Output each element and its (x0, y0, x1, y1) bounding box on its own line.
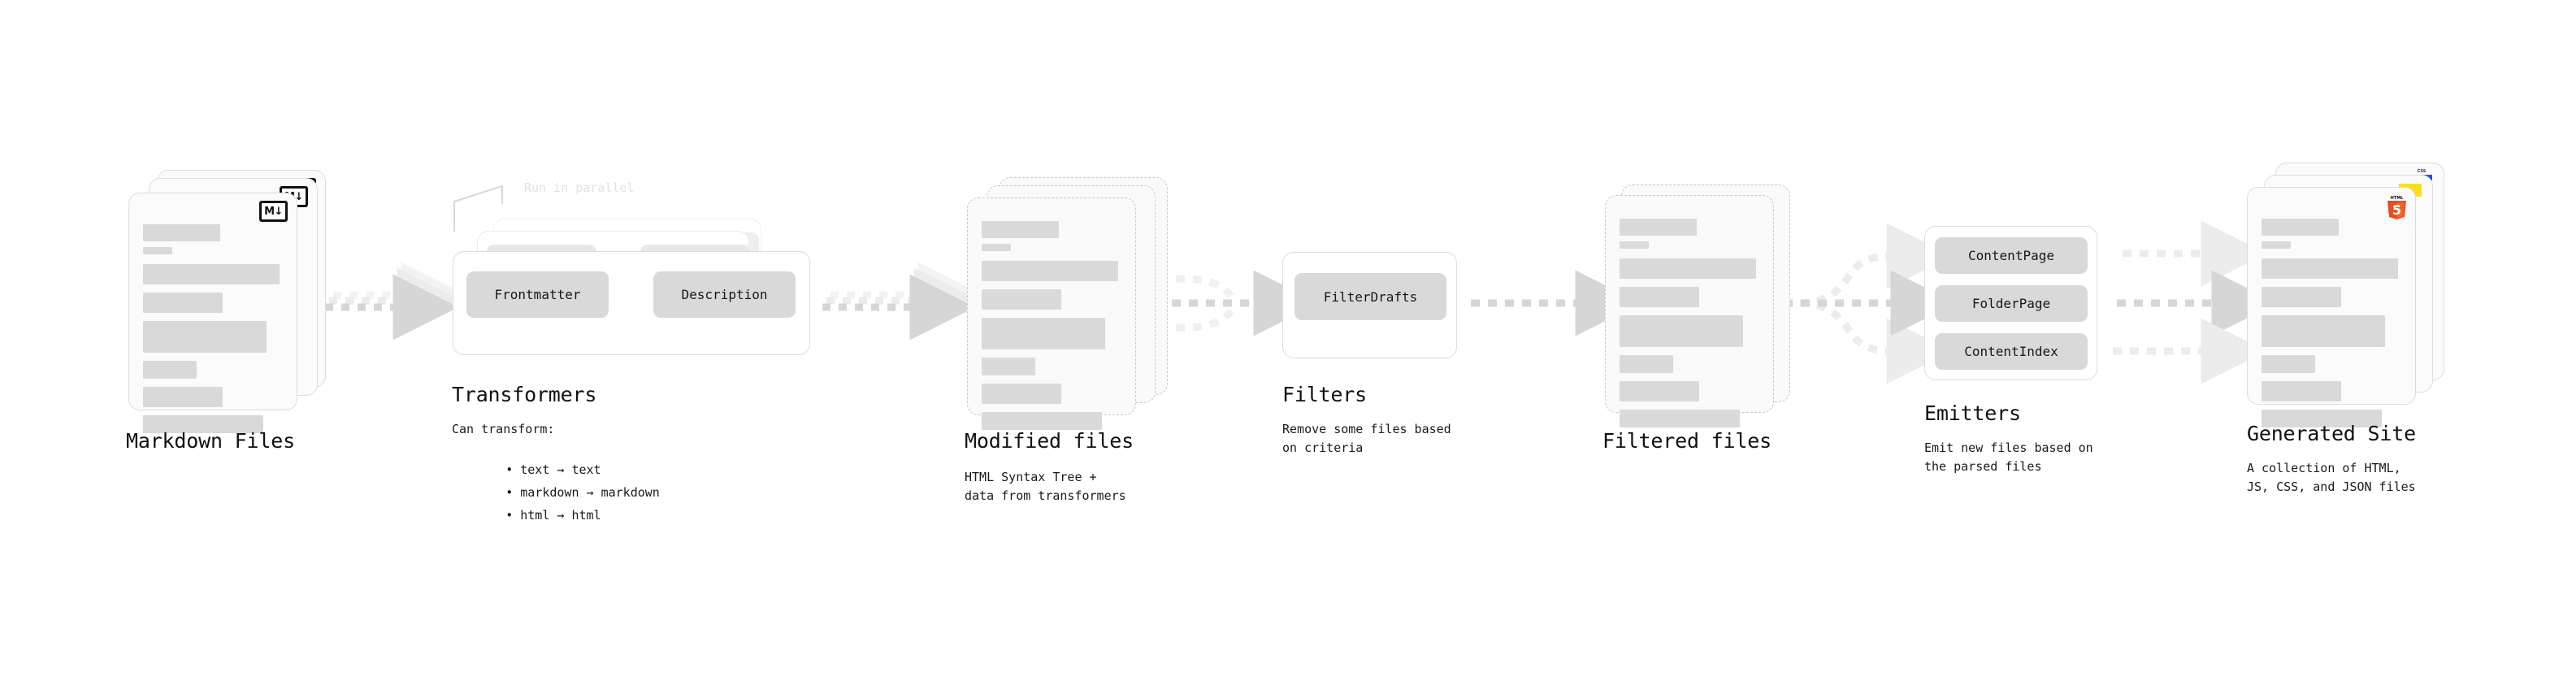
transformers-description: Can transform: (452, 422, 555, 436)
transformers-bullet-1: • markdown → markdown (462, 465, 660, 520)
content-bar (143, 293, 223, 313)
html5-digit: 5 (2392, 202, 2401, 218)
markdown-card-front[interactable]: M↓ (128, 193, 297, 433)
content-bar (2262, 315, 2385, 347)
content-bar (2262, 410, 2382, 427)
content-bar (1620, 219, 1697, 236)
html5-shield-svg: HTML 5 (2387, 196, 2406, 219)
emitters-box[interactable]: ContentPage FolderPage ContentIndex (1924, 226, 2097, 380)
content-bar (2262, 355, 2315, 373)
modified-files-description: HTML Syntax Tree + data from transformer… (965, 470, 1126, 503)
content-bar (982, 289, 1061, 310)
modified-card-front[interactable] (967, 197, 1136, 430)
content-bar (1620, 287, 1699, 307)
stage-title-markdown-files: Markdown Files (126, 429, 295, 453)
content-bar (143, 224, 220, 241)
card-content-lines (143, 224, 283, 433)
content-bar (1620, 315, 1743, 347)
content-bar (982, 318, 1105, 349)
site-card-front-html[interactable]: HTML 5 (2247, 187, 2416, 427)
content-bar (2262, 258, 2398, 279)
html5-wordmark: HTML (2391, 196, 2405, 201)
bullet-text: text → text (520, 462, 601, 477)
content-bar (982, 244, 1011, 251)
chip-contentindex[interactable]: ContentIndex (1935, 333, 2088, 370)
content-bar (2262, 287, 2341, 307)
stage-title-emitters: Emitters (1924, 401, 2021, 425)
content-bar (2262, 381, 2341, 401)
content-bar (2262, 241, 2291, 249)
content-bar (1620, 410, 1740, 427)
filters-box[interactable]: FilterDrafts (1282, 252, 1457, 358)
content-bar (1620, 258, 1756, 279)
markdown-badge-label: M↓ (259, 201, 288, 222)
content-bar (982, 358, 1035, 375)
emitters-description: Emit new files based on the parsed files (1924, 440, 2093, 474)
filters-description: Remove some files based on criteria (1282, 422, 1451, 455)
stage-title-transformers: Transformers (452, 383, 597, 406)
chip-frontmatter[interactable]: Frontmatter (466, 271, 609, 318)
card-content-lines (1620, 219, 1759, 427)
content-bar (143, 321, 267, 353)
bullet-dot: • (505, 462, 521, 477)
transformer-box-front[interactable]: Frontmatter Description (453, 251, 810, 355)
bullet-text: html → html (520, 507, 601, 523)
bullet-dot: • (505, 484, 521, 500)
content-bar (1620, 381, 1699, 401)
stage-title-filtered-files: Filtered files (1602, 429, 1772, 453)
card-content-lines (2262, 219, 2401, 427)
stage-title-modified-files: Modified files (965, 429, 1134, 453)
content-bar (143, 247, 172, 254)
css3-badge-label: CSS (2417, 169, 2426, 174)
stage-title-filters: Filters (1282, 383, 1367, 406)
content-bar (982, 221, 1059, 238)
conn-filtered-to-emitters (1784, 223, 1957, 384)
html5-badge-shield: HTML 5 (2386, 195, 2408, 220)
markdown-badge: M↓ (259, 201, 288, 222)
content-bar (982, 384, 1061, 404)
content-bar (143, 415, 263, 433)
conn-emitters-to-site (2113, 220, 2278, 384)
chip-description[interactable]: Description (653, 271, 796, 318)
filtered-card-front[interactable] (1605, 195, 1774, 427)
card-content-lines (982, 221, 1121, 430)
content-bar (2262, 219, 2339, 236)
bullet-dot: • (505, 507, 521, 523)
generated-site-description: A collection of HTML, JS, CSS, and JSON … (2247, 461, 2416, 494)
stage-title-generated-site: Generated Site (2247, 422, 2416, 445)
content-bar (982, 412, 1102, 430)
run-in-parallel-annotation: Run in parallel (524, 180, 635, 195)
conn-transformers-to-modified (822, 262, 984, 340)
chip-contentpage[interactable]: ContentPage (1935, 237, 2088, 274)
content-bar (143, 264, 280, 284)
chip-filterdrafts[interactable]: FilterDrafts (1295, 273, 1446, 320)
content-bar (143, 361, 197, 379)
content-bar (982, 261, 1118, 281)
content-bar (1620, 241, 1649, 249)
chip-folderpage[interactable]: FolderPage (1935, 285, 2088, 322)
content-bar (143, 387, 223, 407)
content-bar (1620, 355, 1673, 373)
html5-badge: HTML 5 (2386, 195, 2408, 220)
bullet-text: markdown → markdown (520, 484, 660, 500)
transformers-bullet-0: • text → text (462, 442, 601, 497)
transformers-bullet-2: • html → html (462, 488, 601, 543)
